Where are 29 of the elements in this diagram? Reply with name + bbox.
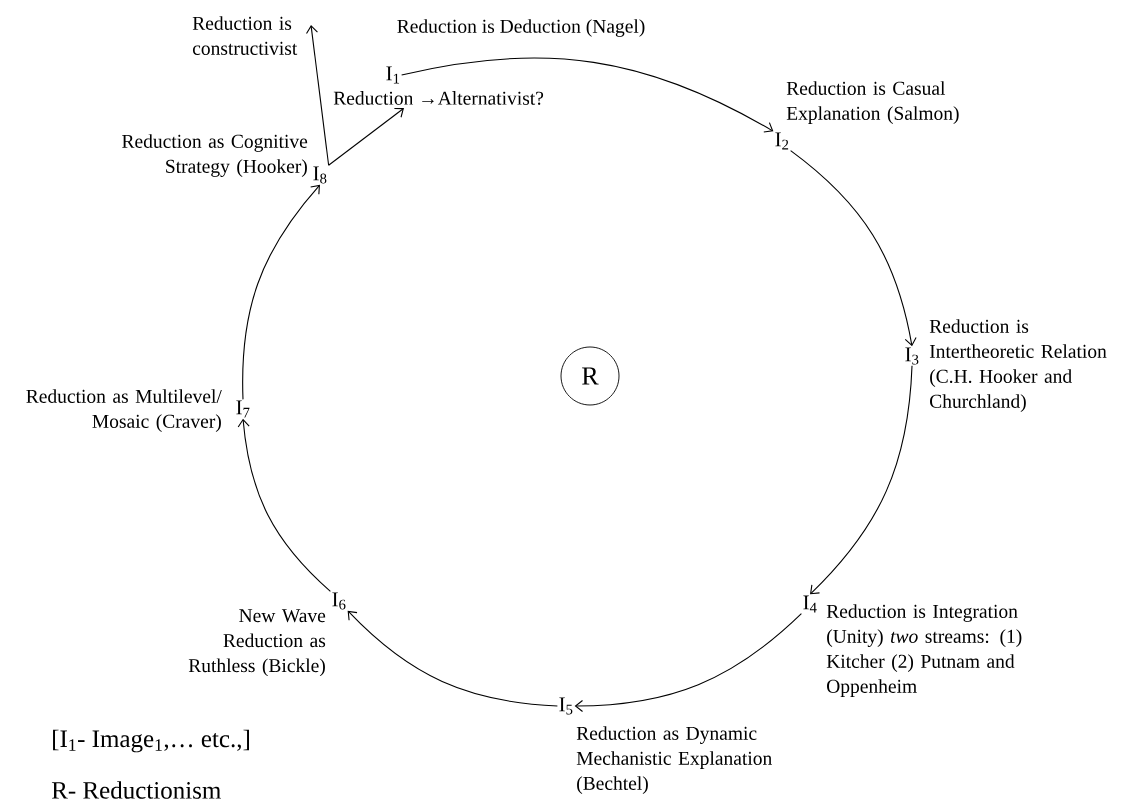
image-label: I$_{5}$ <box>559 697 573 715</box>
image-label: I$_{3}$ <box>905 347 919 365</box>
description-text: Reduction as Cognitive Strategy (Hooker) <box>122 134 308 177</box>
image-label: I$_{8}$ <box>313 166 327 184</box>
image-label: I$_{4}$ <box>803 595 817 613</box>
arrow <box>401 57 774 133</box>
arrow <box>574 613 802 713</box>
description-text: Reduction is Deduction (Nagel) <box>397 19 645 37</box>
node-text: Reduction is constructivist <box>192 16 298 55</box>
arrow <box>328 107 404 166</box>
image-label: I$_{1}$ <box>386 66 400 84</box>
node-text: Reduction →Alternativist? <box>333 91 544 105</box>
arrow <box>810 365 913 595</box>
image-label: I$_{6}$ <box>332 592 346 610</box>
legend-text: [I$_{1}$- Image$_{1}$,… etc.,] <box>53 729 249 753</box>
arrow <box>790 150 917 347</box>
image-label: I$_{7}$ <box>236 400 250 418</box>
arrow <box>242 184 320 400</box>
image-label: I$_{2}$ <box>775 132 789 150</box>
description-text: Reduction is Integration (Unity) two streams: (1) Kitcher (2) Putnam and Oppenheim <box>826 604 1022 697</box>
description-text: Reduction as Multilevel/ Mosaic (Craver) <box>26 389 222 432</box>
description-text: Reduction is Casual Explanation (Salmon) <box>786 81 959 124</box>
arrow <box>237 418 331 592</box>
description-text: Reduction as Dynamic Mechanistic Explanation (Bechtel) <box>576 726 772 794</box>
legend-text: R- Reductionism <box>51 781 221 799</box>
description-text: New Wave Reduction as Ruthless (Bickle) <box>188 609 326 677</box>
arrow <box>347 610 558 707</box>
description-text: Reduction is Intertheoretic Relation (C.H. Hooker and Churchland) <box>929 319 1107 412</box>
arrow <box>305 25 330 166</box>
